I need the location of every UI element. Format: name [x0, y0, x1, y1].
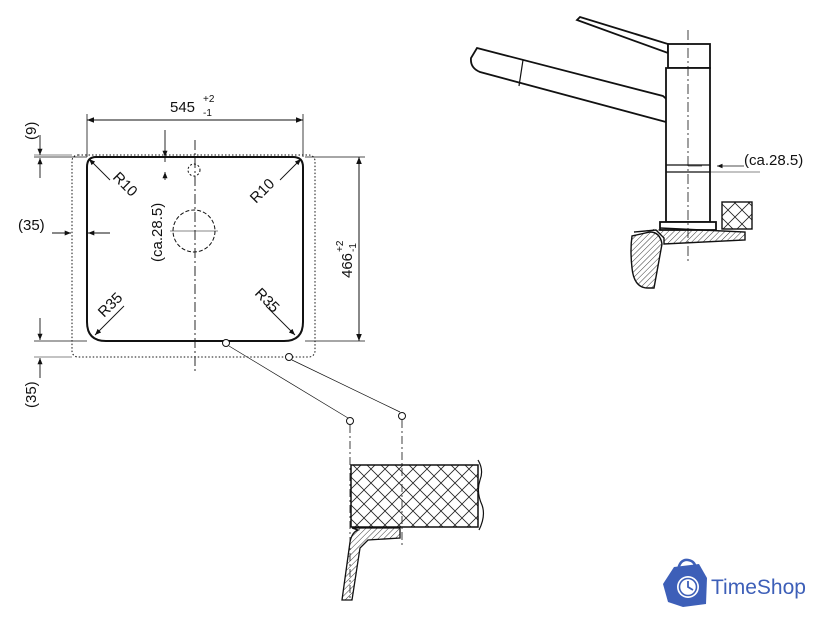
- tap-sink-rim: [630, 231, 663, 289]
- sink-outer-outline: [71, 154, 316, 358]
- width-tolerance-lower: -1: [203, 108, 212, 119]
- tap-countertop-block: [721, 201, 753, 230]
- tap-offset-label: (ca.28.5): [744, 152, 803, 169]
- width-label: 545: [170, 99, 195, 116]
- top-offset-label: (9): [23, 122, 40, 140]
- sink-top-view: [34, 114, 401, 419]
- tap-lever: [575, 15, 669, 55]
- tap-spout: [470, 46, 670, 124]
- tap-head: [667, 43, 711, 69]
- tap-mount-plate: [633, 227, 746, 245]
- side-offset-label: (35): [18, 217, 45, 234]
- bottom-offset-label: (35): [23, 381, 40, 408]
- radius-bottom-left-label: R35: [95, 289, 126, 320]
- depth-label: 466: [339, 253, 356, 278]
- sink-bowl-outline: [86, 156, 304, 342]
- timeshop-logo: TimeShop: [663, 558, 806, 607]
- tap-side-view: [470, 15, 753, 289]
- radius-bottom-right-label: R35: [251, 285, 282, 316]
- depth-tolerance-lower: -1: [348, 243, 359, 252]
- depth-tolerance-upper: +2: [335, 240, 346, 252]
- countertop-block: [350, 464, 479, 528]
- section-marker: [285, 353, 293, 361]
- countertop-section: [341, 412, 485, 601]
- radius-top-left-label: R10: [109, 169, 140, 200]
- section-marker: [222, 339, 230, 347]
- sink-tap-offset-label: (ca.28.5): [149, 203, 166, 262]
- tap-hole: [187, 163, 201, 177]
- width-tolerance-upper: +2: [203, 94, 215, 105]
- sink-rim-section: [341, 527, 401, 601]
- radius-top-right-label: R10: [247, 175, 278, 206]
- logo-text: TimeShop: [711, 576, 806, 599]
